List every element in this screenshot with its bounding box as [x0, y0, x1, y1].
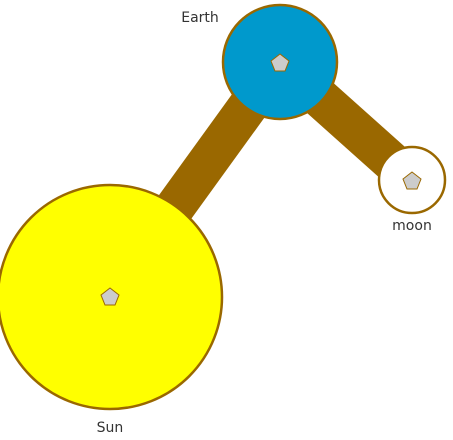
- sun-label: Sun: [97, 420, 124, 436]
- pentagon-icon: [270, 53, 290, 72]
- pentagon-icon: [402, 171, 422, 190]
- pentagon-icon: [100, 287, 120, 306]
- earth-label: Earth: [181, 10, 219, 26]
- node-moon[interactable]: moon: [377, 145, 447, 234]
- node-sun[interactable]: Sun: [0, 183, 224, 436]
- node-earth[interactable]: Earth: [181, 3, 339, 121]
- moon-label: moon: [392, 218, 432, 234]
